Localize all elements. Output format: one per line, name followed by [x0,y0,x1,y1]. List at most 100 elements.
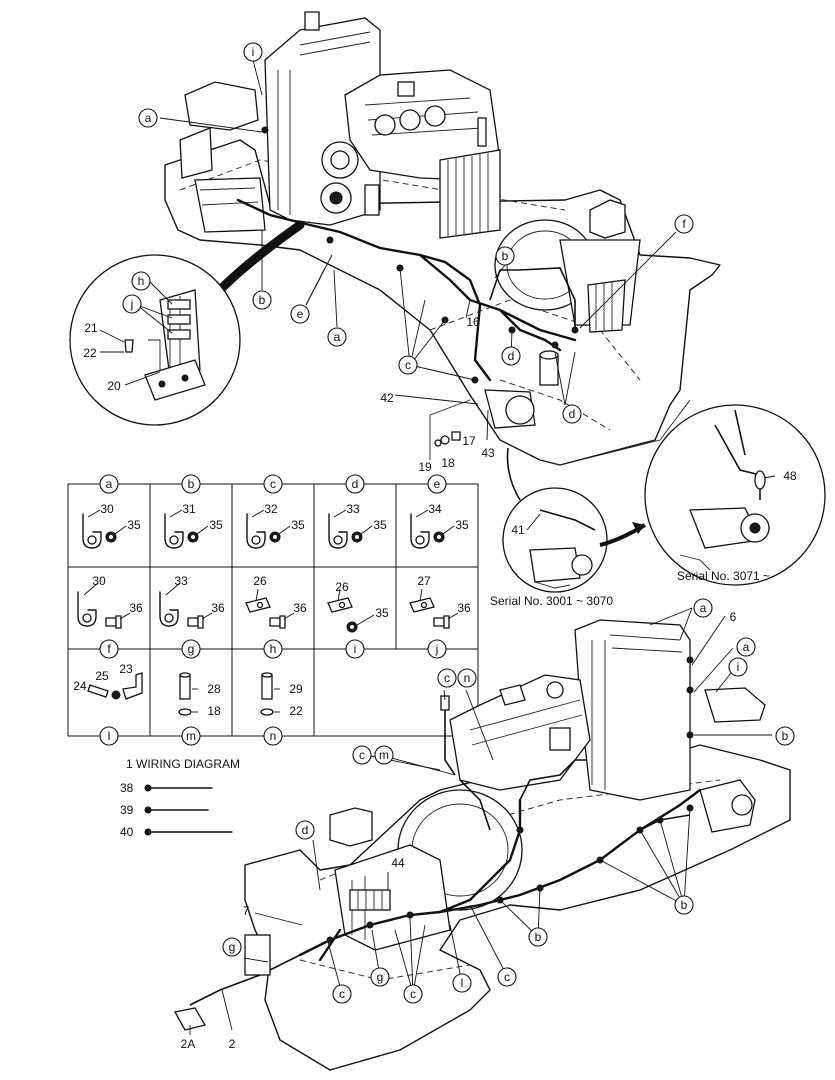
callout-text-i1: i [252,45,255,59]
wiring-item-38: 38 [120,781,134,795]
callout-text-n6: 6 [730,610,737,624]
callout-text-e1: e [297,307,304,321]
callout-n2A: 2A [181,1037,196,1051]
table-key-n: n [270,729,277,743]
table-nut-b: 35 [209,518,223,532]
callout-text-n41: 41 [511,523,525,537]
table-key-h: h [270,642,277,656]
table-nut-i: 35 [375,606,389,620]
callout-i2: i [728,657,748,677]
callout-text-n2: 2 [229,1037,236,1051]
callout-c6: c [497,967,517,987]
callout-n6: 6 [730,610,737,624]
lower-machine-view [173,619,791,1071]
callout-n18: 18 [441,456,455,470]
table-part-l-23: 23 [119,662,133,676]
callout-g2: g [370,967,390,987]
table-clamp-h: 26 [253,574,267,588]
table-key-m: m [186,729,196,743]
callout-b3: b [775,726,795,746]
callout-text-b3: b [782,729,789,743]
table-key-g: g [188,642,195,656]
callout-text-m1: m [379,748,389,762]
callout-text-l1: l [461,976,464,990]
serial-early-detail [502,487,608,593]
bracket-detail-circle [69,254,241,426]
table-nut-a: 35 [127,518,141,532]
callout-n22: 22 [83,346,97,360]
callout-e1: e [290,304,310,324]
callout-h1: h [131,271,151,291]
callout-n21: 21 [84,321,98,335]
table-part-m-1: 28 [207,682,221,696]
callout-text-n44: 44 [391,856,405,870]
serial-late-label: Serial No. 3071 ~ [677,569,770,583]
callout-text-c2: c [444,671,450,685]
table-key-i: i [354,642,357,656]
callout-text-n18: 18 [441,456,455,470]
table-part-n-2: 22 [289,704,303,718]
table-cell-m: m 28 18 [178,672,221,746]
callout-text-a1: a [145,111,152,125]
table-key-c: c [270,477,276,491]
callout-c2: c [437,668,457,688]
callout-m1: m [374,745,394,765]
serial-late-detail [644,404,826,586]
callout-text-n48: 48 [783,469,797,483]
callout-text-d3: d [302,823,309,837]
callout-text-b5: b [681,898,688,912]
callout-n17: 17 [462,434,476,448]
callout-text-g2: g [377,970,384,984]
table-part-l-24: 24 [73,679,87,693]
callout-n7: 7 [243,904,250,918]
callout-l1: l [452,973,472,993]
callout-n20: 20 [107,379,121,393]
callout-text-n1: n [464,671,471,685]
callout-d3: d [295,820,315,840]
callout-text-c6: c [504,970,510,984]
arrow-head [632,522,645,534]
callout-text-n17: 17 [462,434,476,448]
callout-f1: f [674,214,694,234]
callout-text-d1: d [508,349,515,363]
callout-text-c3: c [359,748,365,762]
callout-n19: 19 [418,460,432,474]
wiring-symbols [144,784,233,836]
callout-text-n21: 21 [84,321,98,335]
table-bolt-g: 36 [211,601,225,615]
callout-text-n19: 19 [418,460,432,474]
table-part-m-2: 18 [207,704,221,718]
table-nut-c: 35 [291,518,305,532]
callout-a4: a [736,637,756,657]
table-clamp-i: 26 [335,580,349,594]
callout-text-n43: 43 [481,446,495,460]
callout-text-b1: b [259,293,266,307]
callout-text-n2A: 2A [181,1037,196,1051]
callout-d1: d [501,346,521,366]
table-part-n-1: 29 [289,682,303,696]
callout-n44: 44 [391,856,405,870]
callout-text-j1: j [130,297,134,311]
callout-text-a4: a [743,640,750,654]
callout-c3: c [352,745,372,765]
table-clamp-a: 30 [100,502,114,516]
callout-text-b2: b [502,249,509,263]
callout-text-n16: 16 [466,315,480,329]
callout-n2: 2 [229,1037,236,1051]
callout-text-b4: b [535,930,542,944]
table-cell-i: i 26 35 [327,580,389,659]
callout-b1: b [252,290,272,310]
table-bolt-j: 36 [457,601,471,615]
callout-g1: g [222,937,242,957]
callout-text-c1: c [405,358,411,372]
table-key-e: e [434,477,441,491]
